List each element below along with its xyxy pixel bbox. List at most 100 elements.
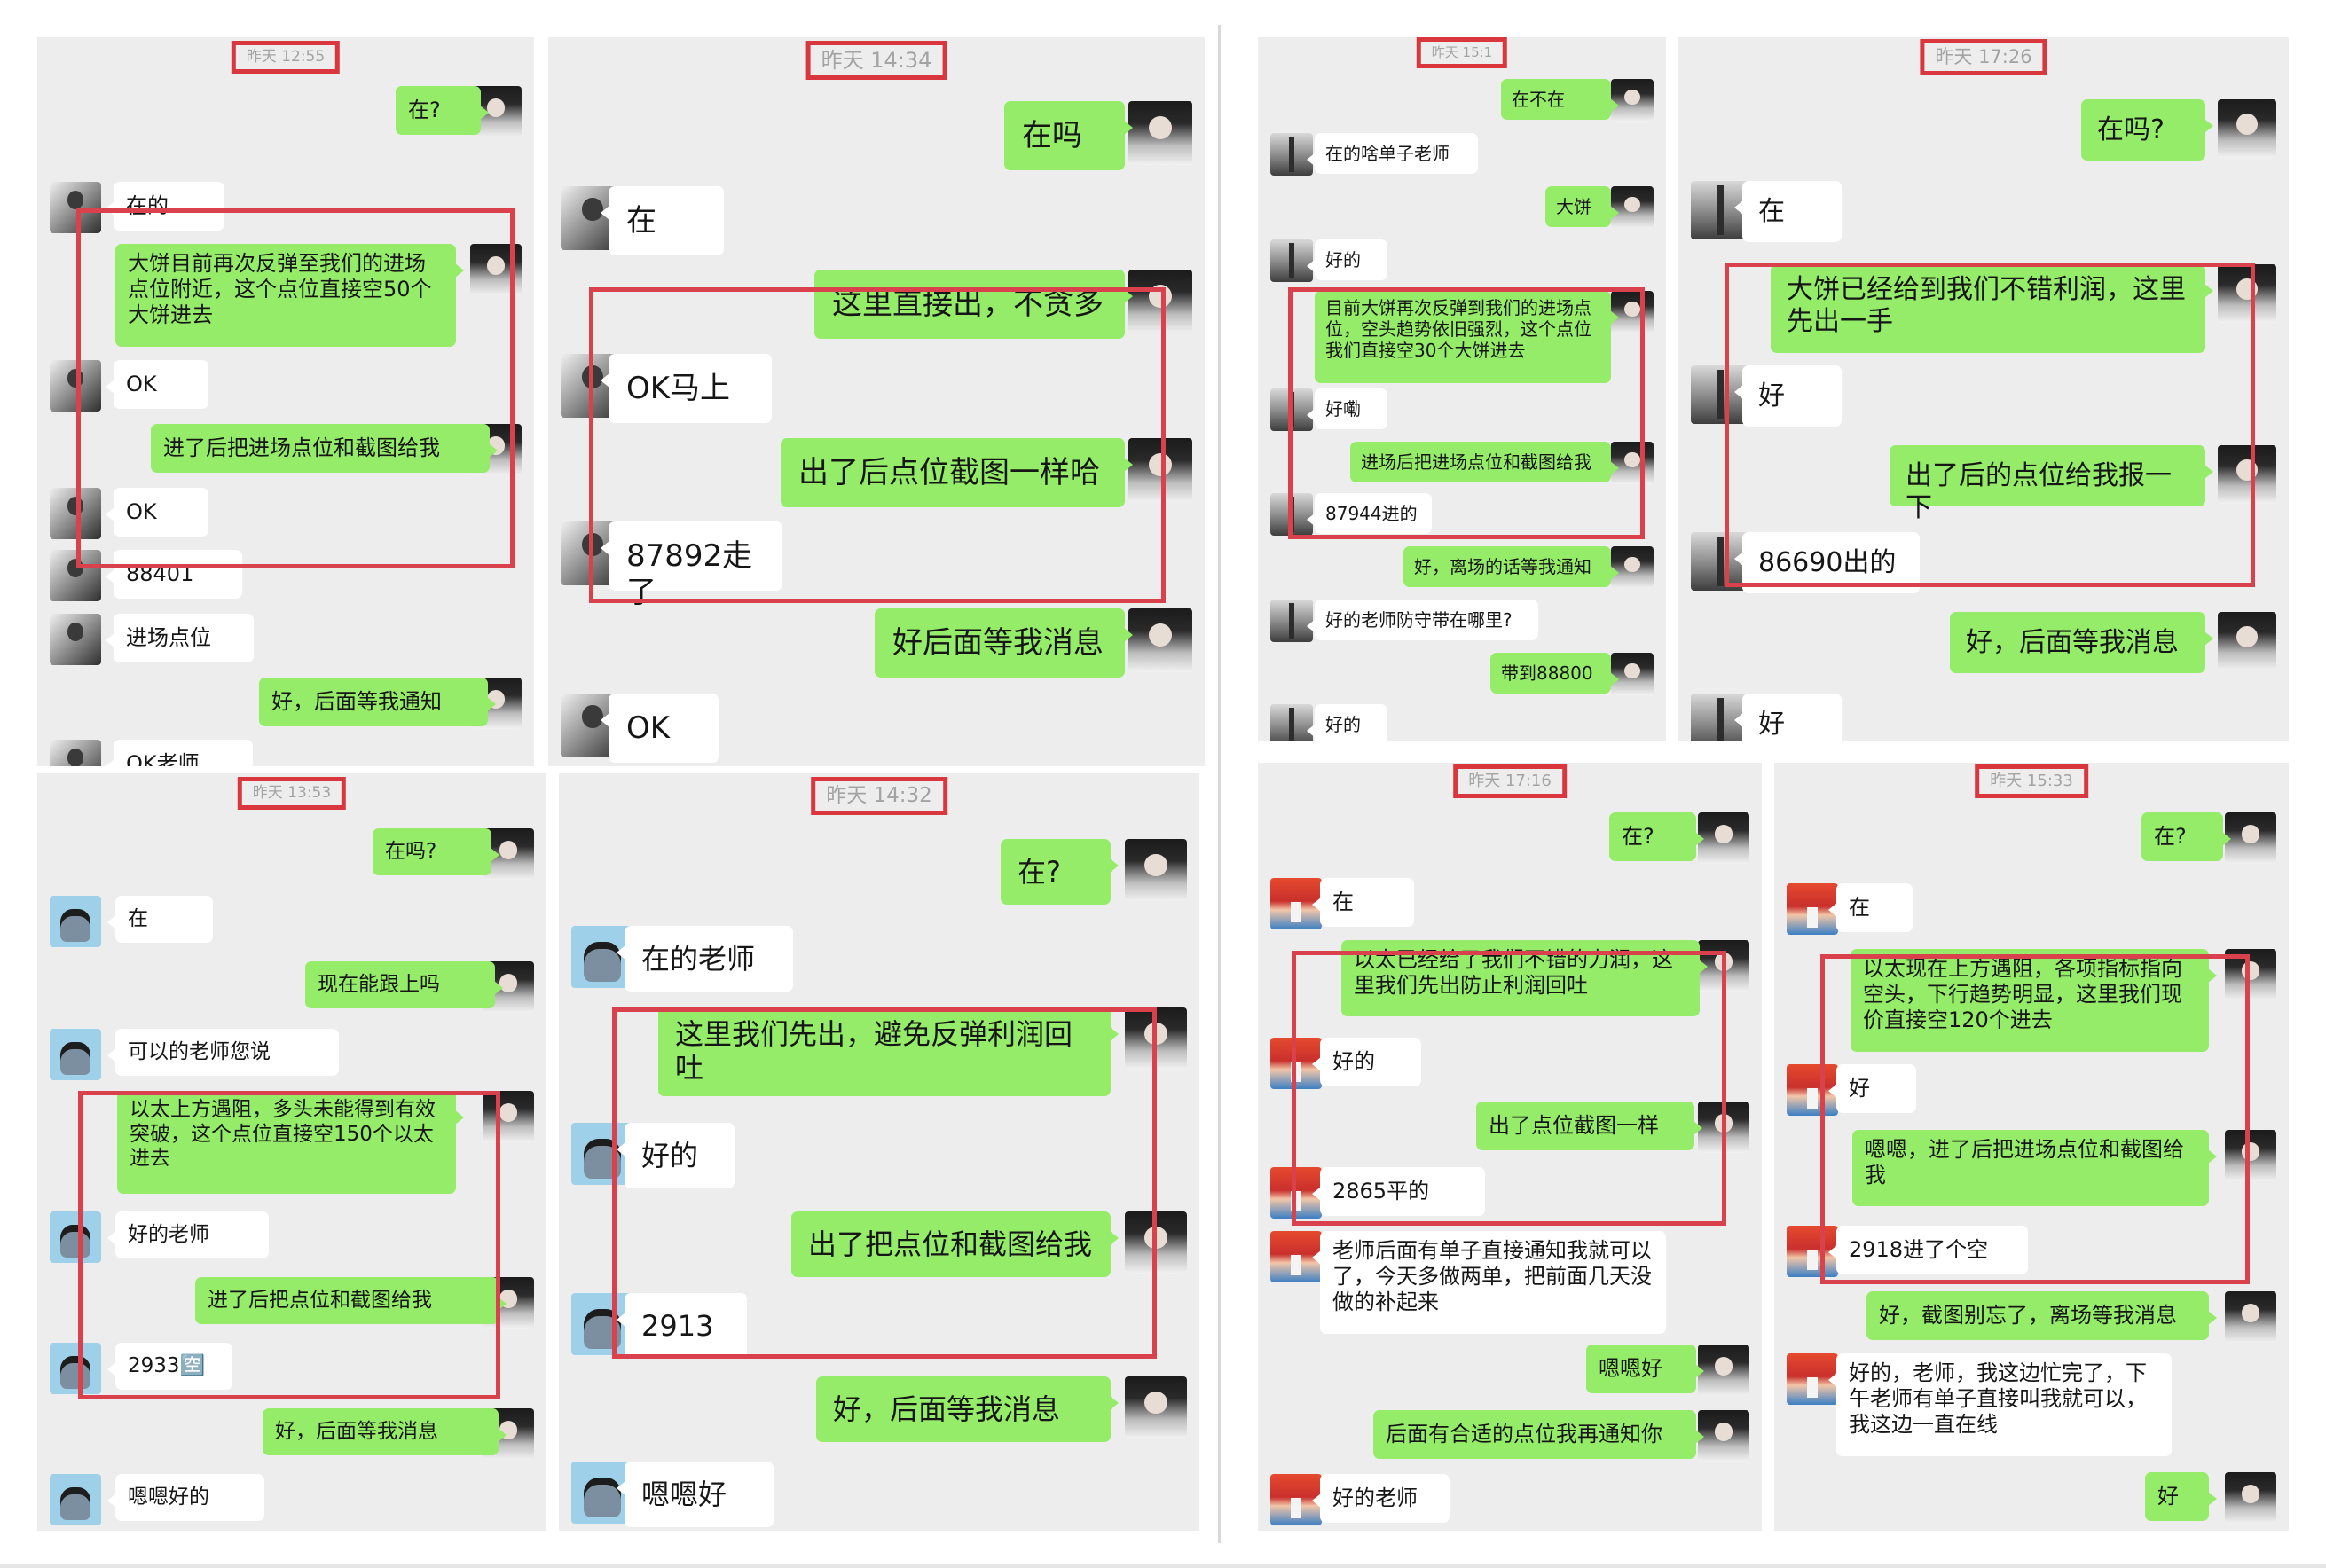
message-bubble[interactable]: 现在能跟上吗 [305, 961, 503, 1008]
message-bubble[interactable]: 在吗? [2081, 99, 2213, 161]
message-bubble[interactable]: 好，截图别忘了，离场等我消息 [1866, 1291, 2217, 1340]
message-bubble[interactable]: 在 [1828, 883, 1913, 932]
woman-portrait-avatar[interactable] [1698, 1102, 1749, 1153]
message-bubble[interactable]: 出了把点位和截图给我 [791, 1211, 1119, 1277]
message-bubble[interactable]: 86690出的 [1734, 532, 1920, 593]
message-bubble[interactable]: 在? [2141, 812, 2231, 861]
man-portrait-avatar[interactable] [50, 550, 101, 601]
message-bubble[interactable]: OK马上 [601, 354, 772, 423]
woman-portrait-avatar[interactable] [2225, 812, 2276, 864]
message-bubble[interactable]: 大饼 [1545, 186, 1619, 227]
woman-portrait-avatar[interactable] [1128, 101, 1192, 165]
message-bubble[interactable]: 好的 [1307, 239, 1387, 280]
woman-portrait-avatar[interactable] [1125, 1211, 1187, 1274]
message-bubble[interactable]: 这里直接出，不贪多 [814, 270, 1133, 339]
message-bubble[interactable]: 好，后面等我消息 [263, 1408, 507, 1455]
message-bubble[interactable]: 好，离场的话等我通知 [1403, 546, 1619, 587]
message-bubble[interactable]: 出了后点位截图一样哈 [781, 438, 1133, 507]
woman-portrait-avatar[interactable] [1125, 839, 1187, 901]
message-bubble[interactable]: 在 [601, 186, 724, 255]
cat-avatar[interactable] [50, 1474, 101, 1525]
woman-portrait-avatar[interactable] [1611, 442, 1654, 484]
message-bubble[interactable]: 好 [1828, 1064, 1916, 1113]
message-bubble[interactable]: 好的 [1312, 1038, 1421, 1086]
message-bubble[interactable]: 2913 [617, 1293, 747, 1359]
woman-portrait-avatar[interactable] [1698, 1410, 1749, 1462]
woman-portrait-avatar[interactable] [1128, 438, 1192, 502]
message-bubble[interactable]: 2865平的 [1312, 1167, 1485, 1216]
message-bubble[interactable]: 进场后把进场点位和截图给我 [1350, 442, 1619, 482]
message-bubble[interactable]: 在吗? [373, 828, 499, 875]
message-bubble[interactable]: 大饼已经给到我们不错利润，这里先出一手 [1771, 264, 2213, 353]
message-bubble[interactable]: OK老师 [106, 740, 253, 766]
message-bubble[interactable]: 在? [1001, 839, 1119, 905]
woman-portrait-avatar[interactable] [1128, 270, 1192, 333]
message-bubble[interactable]: 这里我们先出，避免反弹利润回吐 [658, 1007, 1119, 1096]
message-bubble[interactable]: 好 [1734, 365, 1842, 427]
message-bubble[interactable]: 好的，老师，我这边忙完了，下午老师有单子直接叫我就可以，我这边一直在线 [1828, 1353, 2172, 1456]
message-bubble[interactable]: 好嘞 [1307, 388, 1387, 429]
cat-avatar[interactable] [50, 896, 101, 947]
message-bubble[interactable]: 进了后把进场点位和截图给我 [151, 424, 498, 473]
message-bubble[interactable]: 进场点位 [106, 614, 254, 662]
message-bubble[interactable]: 好，后面等我消息 [1950, 612, 2213, 673]
man-portrait-avatar[interactable] [50, 488, 101, 539]
woman-portrait-avatar[interactable] [470, 244, 522, 295]
message-bubble[interactable]: 在吗 [1004, 101, 1133, 170]
cat-avatar[interactable] [50, 1029, 101, 1080]
man-portrait-avatar[interactable] [50, 740, 101, 766]
message-bubble[interactable]: 2918进了个空 [1828, 1226, 2028, 1274]
woman-portrait-avatar[interactable] [1698, 812, 1749, 864]
message-bubble[interactable]: 好的老师 [107, 1211, 269, 1258]
message-bubble[interactable]: OK [601, 694, 719, 763]
woman-portrait-avatar[interactable] [2225, 1130, 2276, 1181]
woman-portrait-avatar[interactable] [2218, 264, 2276, 323]
message-bubble[interactable]: OK [106, 488, 208, 537]
message-bubble[interactable]: 大饼目前再次反弹至我们的进场点位附近，这个点位直接空50个大饼进去 [115, 244, 464, 347]
message-bubble[interactable]: 好的老师 [1312, 1474, 1450, 1523]
woman-portrait-avatar[interactable] [2225, 949, 2276, 1000]
woman-portrait-avatar[interactable] [1125, 1007, 1187, 1070]
message-bubble[interactable]: 在 [1734, 181, 1842, 242]
tower-avatar[interactable] [1270, 600, 1313, 642]
woman-portrait-avatar[interactable] [2225, 1291, 2276, 1343]
message-bubble[interactable]: OK [106, 360, 208, 409]
message-bubble[interactable]: 88401 [106, 550, 242, 599]
man-portrait-avatar[interactable] [50, 182, 101, 233]
message-bubble[interactable]: 87892走了 [601, 521, 782, 610]
message-bubble[interactable]: 带到88800 [1490, 653, 1619, 694]
tower-avatar[interactable] [1270, 133, 1313, 176]
message-bubble[interactable]: 在 [1312, 878, 1414, 927]
woman-portrait-avatar[interactable] [1125, 1376, 1187, 1439]
message-bubble[interactable]: 2933🈳 [107, 1343, 232, 1390]
message-bubble[interactable]: 进了后把点位和截图给我 [195, 1277, 507, 1324]
man-portrait-avatar[interactable] [50, 614, 101, 665]
man-portrait-avatar[interactable] [50, 360, 101, 412]
message-bubble[interactable]: 在 [107, 896, 213, 943]
tower-avatar[interactable] [1270, 704, 1313, 741]
message-bubble[interactable]: 后面有合适的点位我再通知你 [1373, 1410, 1704, 1459]
message-bubble[interactable]: 目前大饼再次反弹到我们的进场点位，空头趋势依旧强烈，这个点位我们直接空30个大饼… [1315, 291, 1619, 383]
woman-portrait-avatar[interactable] [483, 1091, 534, 1142]
message-bubble[interactable]: 嗯嗯，进了后把进场点位和截图给我 [1852, 1130, 2217, 1206]
message-bubble[interactable]: 在? [1609, 812, 1704, 861]
message-bubble[interactable]: 以太现在上方遇阻，各项指标指向空头，下行趋势明显，这里我们现价直接空120个进去 [1851, 949, 2217, 1052]
message-bubble[interactable]: 在的老师 [617, 926, 793, 992]
message-bubble[interactable]: 好的 [1307, 704, 1387, 741]
message-bubble[interactable]: 好，后面等我消息 [816, 1376, 1119, 1442]
message-bubble[interactable]: 以太已经给了我们不错的力润，这里我们先出防止利润回吐 [1341, 940, 1708, 1016]
message-bubble[interactable]: 在的啥单子老师 [1307, 133, 1478, 174]
message-bubble[interactable]: 好后面等我消息 [875, 608, 1133, 678]
message-bubble[interactable]: 老师后面有单子直接通知我就可以了，今天多做两单，把前面几天没做的补起来 [1312, 1231, 1666, 1334]
message-bubble[interactable]: 可以的老师您说 [107, 1029, 339, 1076]
message-bubble[interactable]: 在的 [106, 182, 224, 231]
cat-avatar[interactable] [50, 1343, 101, 1394]
message-bubble[interactable]: 好 [1734, 694, 1842, 741]
message-bubble[interactable]: 嗯嗯好的 [107, 1474, 264, 1521]
message-bubble[interactable]: 好 [2145, 1472, 2217, 1521]
message-bubble[interactable]: 嗯嗯好 [617, 1462, 774, 1527]
woman-portrait-avatar[interactable] [1698, 1345, 1749, 1396]
woman-portrait-avatar[interactable] [2218, 445, 2276, 504]
message-bubble[interactable]: 在不在 [1501, 79, 1619, 120]
message-bubble[interactable]: 出了后的点位给我报一下 [1890, 445, 2213, 523]
